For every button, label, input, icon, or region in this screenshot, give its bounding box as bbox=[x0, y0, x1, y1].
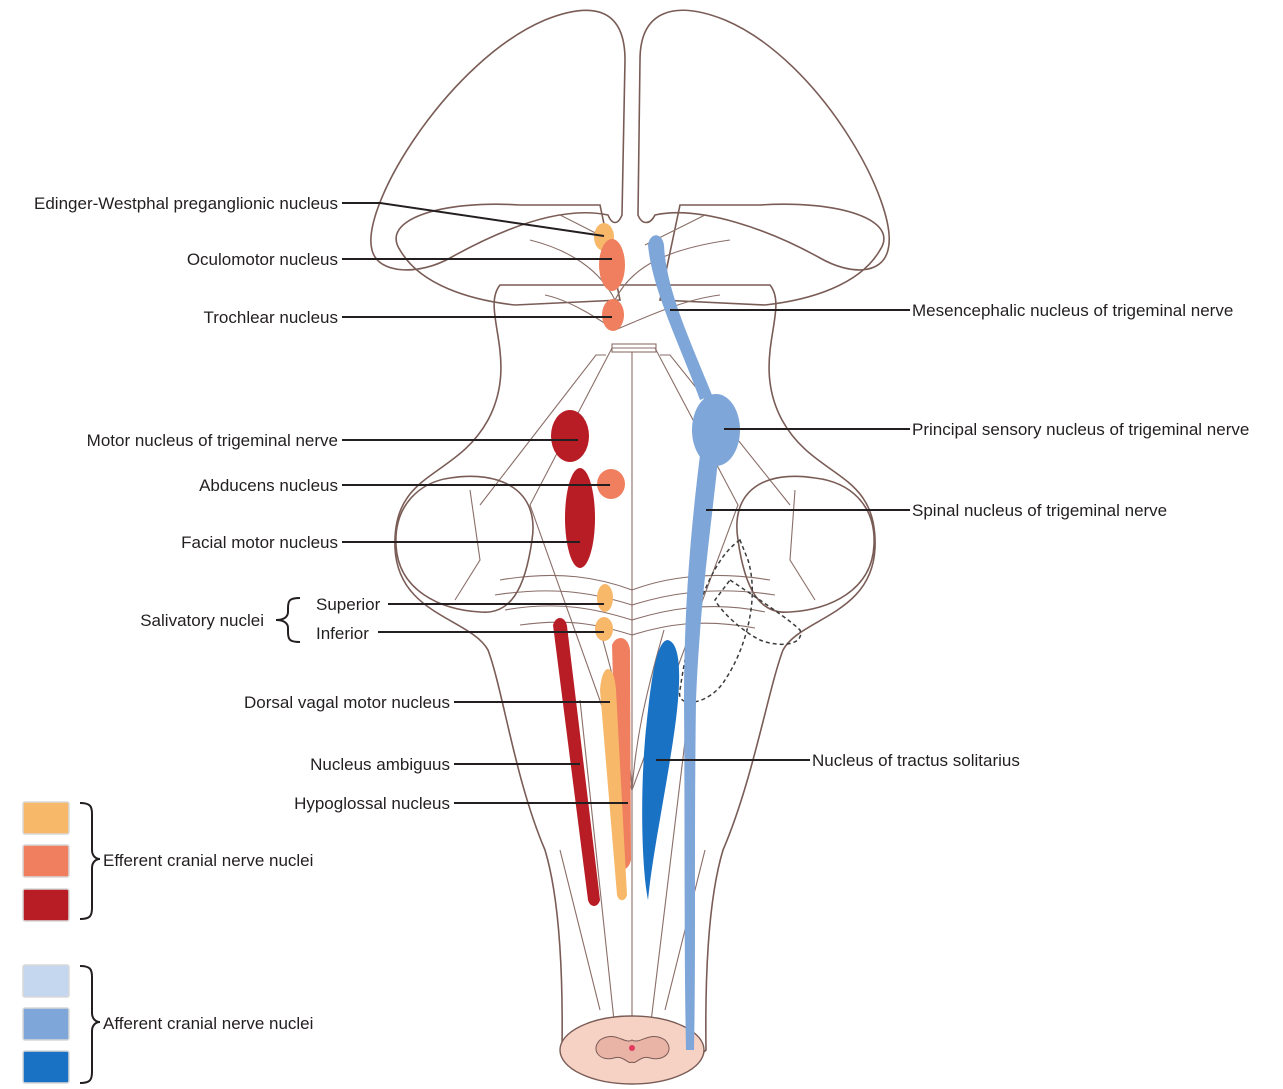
label-edinger-westphal: Edinger-Westphal preganglionic nucleus bbox=[34, 194, 338, 213]
trochlear-shape bbox=[602, 299, 624, 331]
brainstem-outline bbox=[371, 10, 889, 1084]
cerebellar-peduncle-left bbox=[396, 476, 533, 612]
label-oculomotor: Oculomotor nucleus bbox=[187, 250, 338, 269]
inferior-salivatory-shape bbox=[595, 617, 613, 641]
label-hypoglossal: Hypoglossal nucleus bbox=[294, 794, 450, 813]
label-abducens: Abducens nucleus bbox=[199, 476, 338, 495]
legend: Efferent cranial nerve nuclei Afferent c… bbox=[23, 802, 313, 1083]
oculomotor-shape bbox=[599, 239, 625, 291]
motor-trigeminal-shape bbox=[551, 410, 589, 462]
label-inferior: Inferior bbox=[316, 624, 369, 643]
legend-swatch-efferent-2 bbox=[23, 845, 69, 877]
label-principal-sensory: Principal sensory nucleus of trigeminal … bbox=[912, 420, 1249, 439]
thalamus-left bbox=[371, 10, 625, 270]
label-superior: Superior bbox=[316, 595, 381, 614]
legend-swatch-efferent-1 bbox=[23, 802, 69, 834]
label-mesencephalic: Mesencephalic nucleus of trigeminal nerv… bbox=[912, 301, 1233, 320]
superior-salivatory-shape bbox=[597, 584, 613, 612]
label-salivatory: Salivatory nuclei bbox=[140, 611, 264, 630]
legend-afferent-label: Afferent cranial nerve nuclei bbox=[103, 1014, 313, 1033]
label-trochlear: Trochlear nucleus bbox=[204, 308, 339, 327]
label-ambiguus: Nucleus ambiguus bbox=[310, 755, 450, 774]
thalamus-right bbox=[638, 10, 889, 270]
label-dorsal-vagal: Dorsal vagal motor nucleus bbox=[244, 693, 450, 712]
legend-afferent: Afferent cranial nerve nuclei bbox=[23, 965, 313, 1083]
cerebellar-peduncle-right bbox=[737, 476, 874, 612]
label-solitarius: Nucleus of tractus solitarius bbox=[812, 751, 1020, 770]
legend-swatch-afferent-2 bbox=[23, 1008, 69, 1040]
legend-swatch-efferent-3 bbox=[23, 889, 69, 921]
legend-efferent: Efferent cranial nerve nuclei bbox=[23, 802, 313, 921]
legend-swatch-afferent-3 bbox=[23, 1051, 69, 1083]
label-facial-motor: Facial motor nucleus bbox=[181, 533, 338, 552]
spinal-trigeminal-nucleus-shape bbox=[684, 455, 718, 1050]
label-spinal-trigeminal: Spinal nucleus of trigeminal nerve bbox=[912, 501, 1167, 520]
mesencephalic-nucleus-shape bbox=[648, 235, 712, 400]
legend-efferent-label: Efferent cranial nerve nuclei bbox=[103, 851, 313, 870]
legend-swatch-afferent-1 bbox=[23, 965, 69, 997]
facial-motor-shape bbox=[565, 468, 595, 568]
solitarius-nucleus-shape bbox=[642, 640, 679, 900]
label-motor-trigeminal: Motor nucleus of trigeminal nerve bbox=[87, 431, 338, 450]
afferent-nuclei bbox=[642, 235, 740, 1050]
nucleus-ambiguus-shape bbox=[553, 618, 600, 906]
